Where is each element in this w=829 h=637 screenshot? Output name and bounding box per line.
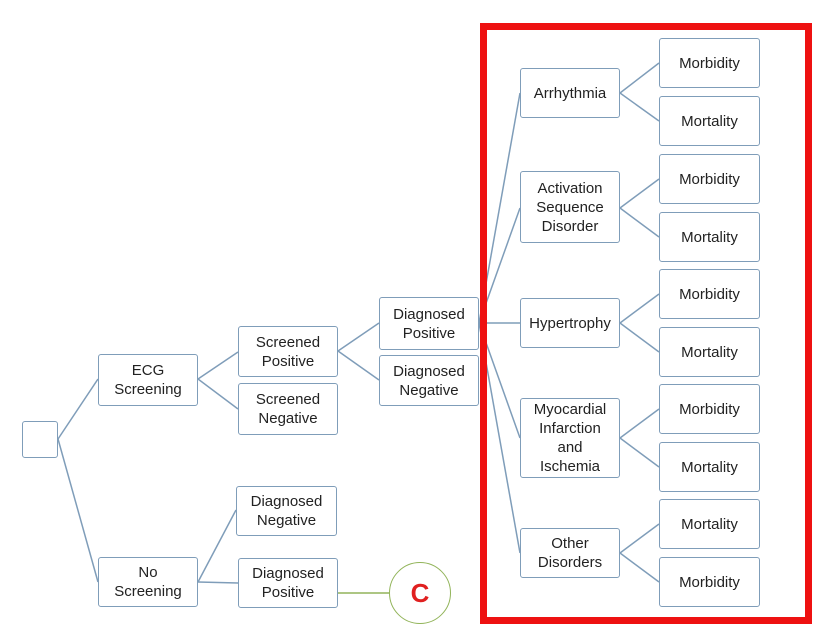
no-screen-diag-negative-label: Diagnosed Negative (250, 493, 323, 529)
terminal-node-c: C (389, 562, 451, 624)
edge-root-no-screening (57, 438, 99, 583)
edge-hypertrophy-o6 (619, 322, 660, 353)
outcome-node: Mortality (659, 499, 760, 549)
screened-positive-label: Screened Positive (255, 333, 321, 370)
edge-other-o9 (619, 523, 660, 554)
outcome-node: Morbidity (659, 38, 760, 88)
edge-noscreen-diag-negative (197, 509, 237, 583)
arrhythmia-label: Arrhythmia (533, 84, 607, 102)
outcome-label: Mortality (681, 343, 738, 361)
outcome-node: Mortality (659, 327, 760, 377)
node-no-screening: No Screening (98, 557, 198, 607)
outcome-node: Morbidity (659, 557, 760, 607)
outcome-label: Mortality (681, 112, 738, 130)
activation-sequence-label: Activation Sequence Disorder (536, 179, 604, 235)
node-screened-negative: Screened Negative (238, 383, 338, 435)
node-no-screen-diagnosed-positive: Diagnosed Positive (238, 558, 338, 608)
node-other-disorders: Other Disorders (520, 528, 620, 578)
hypertrophy-label: Hypertrophy (529, 314, 611, 332)
edge-ecg-screened-negative (197, 378, 239, 410)
edge-myocardial-o7 (619, 408, 660, 439)
edge-screened-pos-diag-pos (337, 322, 380, 352)
edge-other-o10 (619, 552, 660, 583)
root-decision-node (22, 421, 58, 458)
outcome-node: Mortality (659, 442, 760, 492)
edge-activation-o4 (619, 207, 660, 238)
edge-root-ecg (57, 378, 99, 440)
outcome-node: Morbidity (659, 384, 760, 434)
myocardial-label: Myocardial Infarction and Ischemia (533, 401, 607, 475)
edge-activation-o3 (619, 178, 660, 209)
terminal-label: C (410, 577, 430, 608)
diagnosed-positive-label: Diagnosed Positive (393, 305, 465, 342)
edge-noscreen-diag-positive (197, 581, 239, 584)
node-screened-positive: Screened Positive (238, 326, 338, 377)
outcome-label: Mortality (681, 228, 738, 246)
outcome-label: Morbidity (679, 285, 740, 303)
outcome-node: Mortality (659, 96, 760, 146)
node-ecg-screening: ECG Screening (98, 354, 198, 406)
node-hypertrophy: Hypertrophy (520, 298, 620, 348)
outcome-label: Morbidity (679, 400, 740, 418)
node-activation-sequence-disorder: Activation Sequence Disorder (520, 171, 620, 243)
ecg-screening-label: ECG Screening (114, 362, 182, 398)
no-screen-diag-positive-label: Diagnosed Positive (252, 565, 324, 601)
no-screening-label: No Screening (114, 564, 182, 600)
highlight-box (480, 23, 812, 624)
outcome-label: Morbidity (679, 573, 740, 591)
node-diagnosed-negative: Diagnosed Negative (379, 355, 479, 406)
outcome-node: Morbidity (659, 269, 760, 319)
node-no-screen-diagnosed-negative: Diagnosed Negative (236, 486, 337, 536)
edge-arrhythmia-o2 (619, 92, 660, 122)
edge-myocardial-o8 (619, 437, 660, 468)
screened-negative-label: Screened Negative (255, 391, 321, 427)
edge-ecg-screened-positive (197, 351, 239, 380)
node-arrhythmia: Arrhythmia (520, 68, 620, 118)
outcome-label: Morbidity (679, 170, 740, 188)
outcome-label: Morbidity (679, 54, 740, 72)
node-diagnosed-positive: Diagnosed Positive (379, 297, 479, 350)
outcome-label: Mortality (681, 458, 738, 476)
edge-arrhythmia-o1 (619, 62, 660, 94)
other-disorders-label: Other Disorders (537, 535, 603, 571)
outcome-label: Mortality (681, 515, 738, 533)
outcome-node: Morbidity (659, 154, 760, 204)
edge-hypertrophy-o5 (619, 293, 660, 324)
edge-screened-pos-diag-neg (337, 350, 380, 381)
node-myocardial-infarction: Myocardial Infarction and Ischemia (520, 398, 620, 478)
outcome-node: Mortality (659, 212, 760, 262)
diagnosed-negative-label: Diagnosed Negative (393, 362, 465, 399)
